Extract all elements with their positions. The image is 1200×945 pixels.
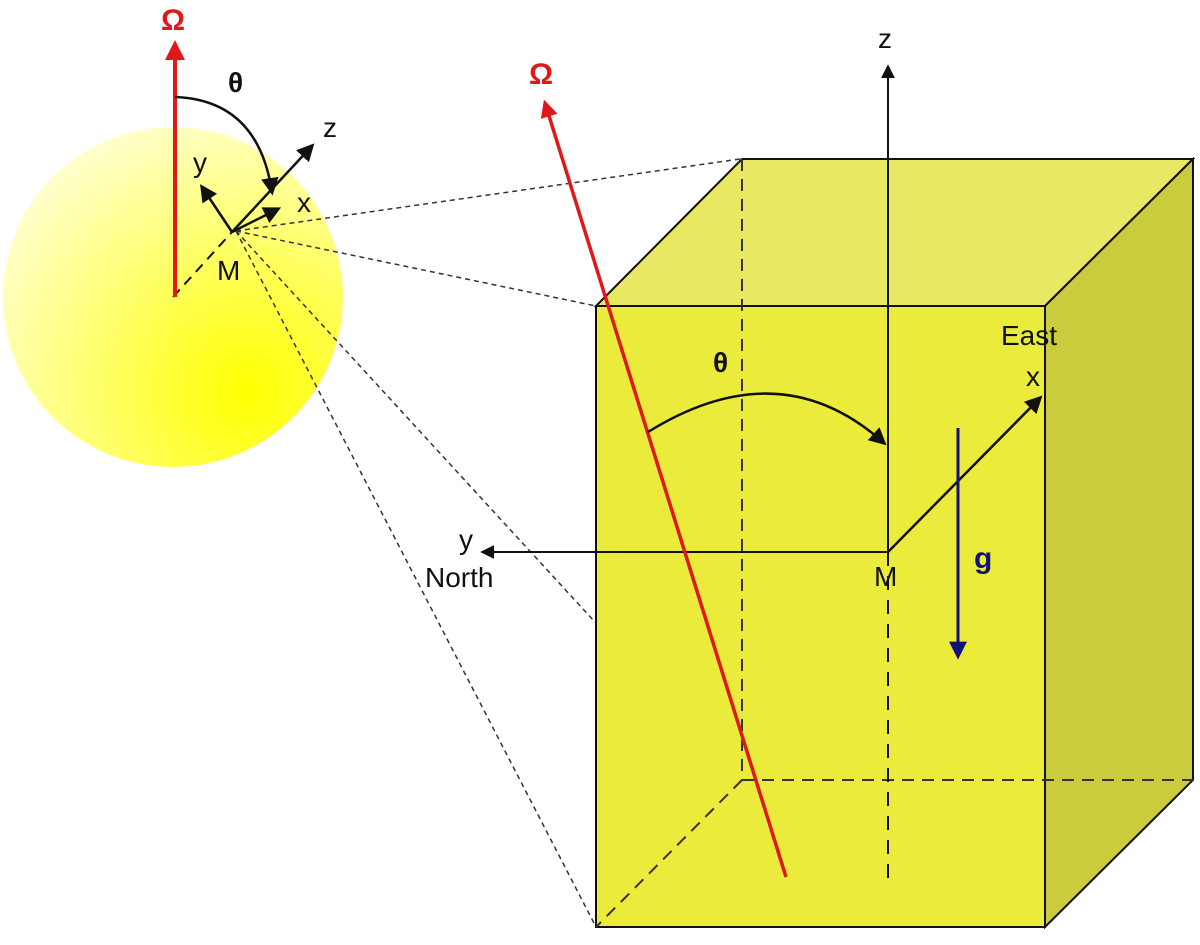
box-front-face (595, 305, 1046, 928)
gravity-label: g (974, 542, 992, 575)
globe-point-m-label: M (217, 255, 240, 286)
box-theta-arc (647, 392, 887, 446)
box-x-axis (887, 395, 1043, 553)
globe-y-label: y (193, 147, 207, 178)
projection-line-top-front (235, 230, 597, 307)
projection-line-bottom-front (235, 230, 597, 928)
globe-theta-label: θ (228, 67, 243, 98)
earth-axis-dashed (172, 231, 233, 298)
box-x-direction-label: East (1001, 320, 1057, 351)
globe-z-axis (231, 143, 315, 233)
box-theta-label: θ (713, 347, 728, 378)
globe-omega-label: Ω (161, 4, 185, 37)
box-omega-arrow (540, 99, 788, 878)
box-y-direction-label: North (425, 562, 493, 593)
box-omega-label: Ω (529, 58, 553, 91)
globe-z-label: z (323, 112, 337, 143)
globe-x-label: x (297, 187, 311, 218)
globe: Ω θ z y x M (3, 4, 343, 467)
box-hidden-edge-diagonal (595, 779, 743, 928)
local-box: Ω θ z East x y North M g (425, 23, 1196, 930)
globe-y-axis (200, 184, 234, 233)
box-point-m-label: M (874, 561, 897, 592)
projection-line-top-back (235, 158, 741, 232)
box-y-label: y (459, 524, 473, 555)
box-z-label: z (878, 23, 892, 54)
box-x-label: x (1026, 361, 1040, 392)
globe-x-axis (231, 207, 282, 234)
globe-theta-arc (174, 95, 279, 196)
